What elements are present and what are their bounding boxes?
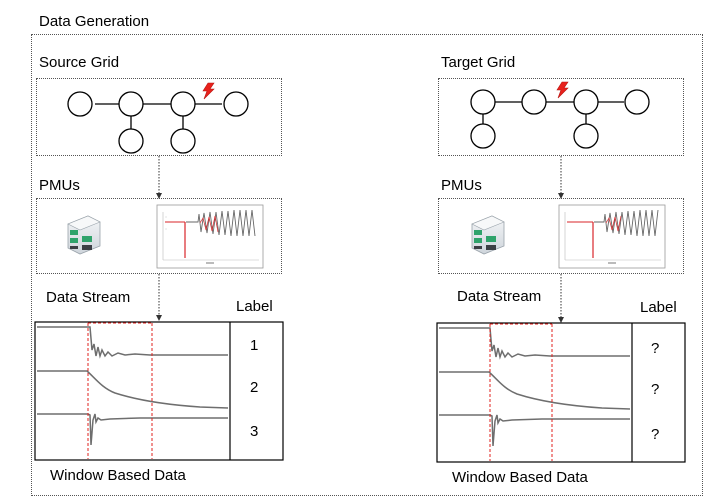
left-label-3: 3 [250,423,259,440]
target-grid-box [438,78,684,156]
signal-trace-2 [37,370,229,409]
right-label-q3: ? [651,426,660,443]
right-label-q1: ? [651,340,660,357]
source-grid-network [67,91,249,154]
pmu-device-icon [471,215,505,255]
left-pmu-title: PMUs [39,177,80,194]
bus-node [170,91,196,117]
right-label-q2: ? [651,381,660,398]
left-label-2: 2 [250,379,259,396]
diagram-title: Data Generation [39,13,150,30]
bus-node [470,123,496,149]
pmu-device-icon [67,215,101,255]
right-window-data-caption: Window Based Data [452,469,588,486]
bus-node [470,89,496,115]
bus-node [573,123,599,149]
bus-node [170,128,196,154]
lightning-bolt-icon [556,81,569,99]
left-window-data-caption: Window Based Data [50,467,186,484]
left-label-1: 1 [250,337,259,354]
left-data-stream-panel [34,321,284,461]
right-pmu-title: PMUs [441,177,482,194]
bus-node [118,91,144,117]
source-grid-title: Source Grid [39,54,120,71]
waveform-thumbnail-icon [156,204,264,269]
bus-node [67,91,93,117]
right-label-header: Label [640,299,677,316]
right-data-stream-title: Data Stream [457,288,542,305]
right-data-stream-panel [436,322,686,463]
bus-node [624,89,650,115]
waveform-thumbnail-icon [558,204,666,269]
left-label-header: Label [236,298,273,315]
left-data-stream-title: Data Stream [46,289,131,306]
signal-trace-1 [439,327,630,360]
signal-trace-3 [439,414,630,447]
lightning-bolt-icon [202,82,215,100]
target-grid-title: Target Grid [441,54,516,71]
source-grid-box [36,78,282,156]
bus-node [573,89,599,115]
signal-trace-2 [439,371,631,410]
signal-trace-3 [37,413,228,446]
bus-node [521,89,547,115]
signal-trace-1 [37,326,228,359]
bus-node [118,128,144,154]
target-grid-network [470,89,650,149]
bus-node [223,91,249,117]
